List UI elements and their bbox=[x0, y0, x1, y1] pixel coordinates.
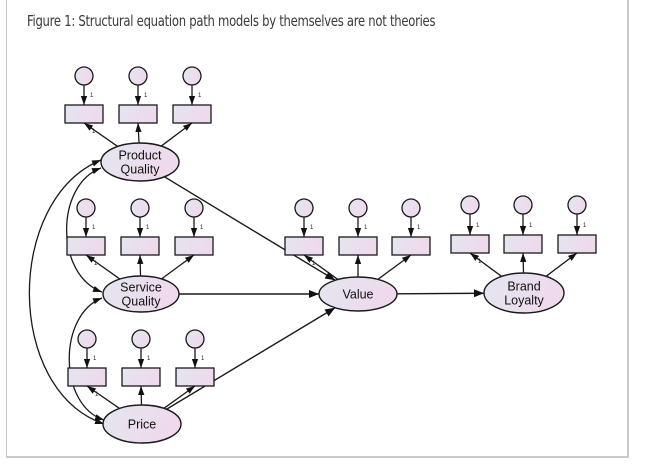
fixed-loading-label: 1 bbox=[95, 392, 99, 398]
indicator-box bbox=[121, 367, 161, 387]
error-term-circle bbox=[131, 329, 151, 349]
indicator-box bbox=[503, 234, 543, 254]
indicator-box bbox=[118, 104, 158, 124]
fixed-loading-label: 1 bbox=[92, 129, 96, 135]
loading-arrow bbox=[377, 254, 412, 280]
edges-layer bbox=[28, 159, 485, 425]
error-term-circle bbox=[294, 198, 314, 218]
loading-arrow bbox=[86, 385, 120, 410]
indicator-box bbox=[450, 234, 490, 254]
loading-arrow bbox=[303, 254, 339, 280]
error-weight-label: 1 bbox=[476, 223, 480, 229]
path-arrow-pr-val bbox=[166, 307, 336, 410]
error-term-circle bbox=[348, 198, 368, 218]
error-term-circle bbox=[513, 195, 533, 215]
latent-label-sq: Quality bbox=[122, 295, 162, 309]
error-term-circle bbox=[460, 195, 480, 215]
indicator-box bbox=[284, 236, 324, 256]
latent-ellipse-val bbox=[318, 276, 398, 312]
loading-arrow bbox=[137, 254, 144, 277]
error-weight-label: 1 bbox=[93, 356, 97, 362]
error-weight-label: 1 bbox=[583, 223, 587, 229]
indicator-box bbox=[174, 236, 214, 256]
indicator-box bbox=[391, 236, 431, 256]
loading-arrow bbox=[85, 254, 121, 280]
error-term-circle bbox=[128, 66, 148, 86]
error-term-circle bbox=[76, 198, 96, 218]
indicator-box bbox=[557, 234, 597, 254]
fixed-loading-label: 1 bbox=[312, 261, 316, 267]
indicator-box bbox=[66, 236, 106, 256]
latent-ellipse-bl bbox=[483, 272, 565, 314]
error-term-circle bbox=[77, 329, 97, 349]
error-term-circle bbox=[184, 198, 204, 218]
loading-arrow bbox=[135, 122, 142, 144]
error-term-circle bbox=[74, 66, 94, 86]
error-term-circle bbox=[185, 329, 205, 349]
latent-label-sq: Service bbox=[120, 281, 162, 295]
covariance-pq-sq bbox=[65, 167, 103, 293]
loading-arrow bbox=[163, 385, 196, 409]
error-weight-label: 1 bbox=[200, 225, 204, 231]
error-weight-label: 1 bbox=[198, 93, 202, 99]
fixed-loading-label: 1 bbox=[94, 261, 98, 267]
loading-arrow bbox=[83, 122, 119, 147]
error-weight-label: 1 bbox=[90, 93, 94, 99]
indicator-box bbox=[172, 104, 212, 124]
error-weight-label: 1 bbox=[417, 225, 421, 231]
covariance-sq-pr bbox=[68, 297, 105, 421]
latent-label-pr: Price bbox=[128, 418, 157, 432]
indicator-box bbox=[338, 236, 378, 256]
error-weight-label: 1 bbox=[201, 356, 205, 362]
path-arrow-val-bl bbox=[396, 289, 485, 298]
indicator-box bbox=[120, 236, 160, 256]
error-weight-label: 1 bbox=[147, 356, 151, 362]
indicator-box bbox=[67, 367, 107, 387]
loading-arrow bbox=[469, 252, 503, 277]
figure-caption: Figure 1: Structural equation path model… bbox=[27, 12, 436, 30]
error-term-circle bbox=[567, 195, 587, 215]
latent-label-val: Value bbox=[342, 288, 373, 302]
error-term-circle bbox=[130, 198, 150, 218]
error-weight-label: 1 bbox=[310, 225, 314, 231]
error-weight-label: 1 bbox=[529, 223, 533, 229]
loading-arrow bbox=[160, 122, 193, 147]
error-term-circle bbox=[182, 66, 202, 86]
latent-label-pq: Quality bbox=[121, 163, 161, 177]
error-weight-label: 1 bbox=[92, 225, 96, 231]
latent-label-bl: Brand bbox=[507, 280, 540, 294]
indicator-box bbox=[175, 367, 215, 387]
latent-ellipse-pq bbox=[100, 142, 180, 182]
covariance-pq-pr bbox=[28, 159, 105, 425]
error-term-circle bbox=[401, 198, 421, 218]
loading-arrow bbox=[161, 254, 195, 280]
latent-label-pq: Product bbox=[118, 149, 162, 163]
latent-label-bl: Loyalty bbox=[504, 294, 544, 308]
path-arrow-pq-val bbox=[164, 176, 336, 281]
error-weight-label: 1 bbox=[146, 225, 150, 231]
latent-ellipse-pr bbox=[102, 404, 182, 444]
error-weight-label: 1 bbox=[144, 93, 148, 99]
latent-ellipse-sq bbox=[102, 275, 180, 313]
error-weight-label: 1 bbox=[364, 225, 368, 231]
loading-arrow bbox=[520, 252, 527, 274]
loading-arrow bbox=[545, 252, 578, 277]
loading-arrow bbox=[138, 385, 145, 406]
indicator-box bbox=[64, 104, 104, 124]
fixed-loading-label: 1 bbox=[478, 259, 482, 265]
